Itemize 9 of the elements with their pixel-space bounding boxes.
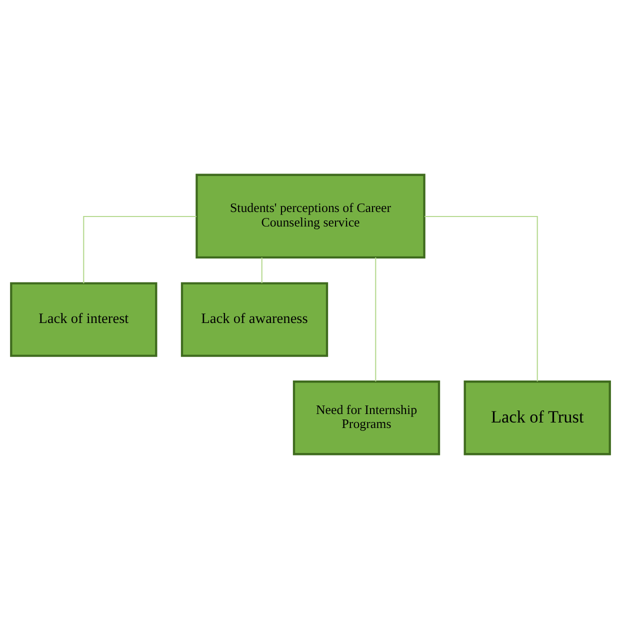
connector [261, 257, 262, 283]
node-box: Lack of awareness [180, 282, 328, 356]
node-box: Students' perceptions of Career Counseling service [196, 173, 426, 258]
connector [424, 215, 538, 381]
connector [83, 215, 196, 283]
node-box: Need for Internship Programs [292, 380, 440, 455]
node-box: Lack of interest [10, 282, 158, 356]
node-box: Lack of Trust [464, 380, 611, 455]
connector [375, 256, 376, 381]
